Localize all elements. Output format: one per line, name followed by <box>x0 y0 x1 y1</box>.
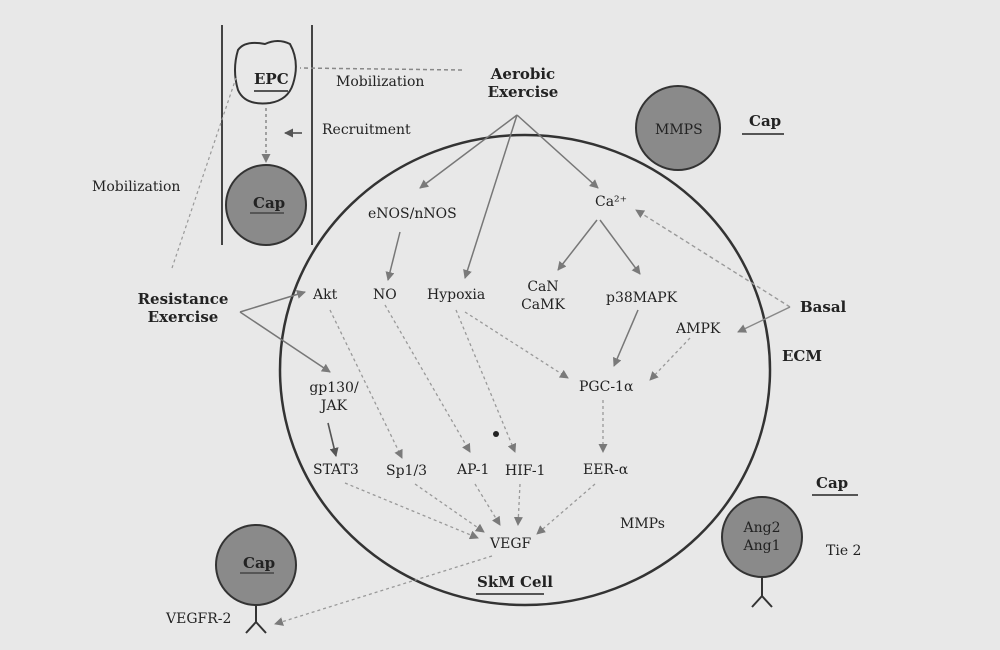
arrow-ampk-pgc <box>649 337 691 381</box>
arrow-sp13-vegf <box>414 483 485 533</box>
vegfr2-label: VEGFR-2 <box>166 611 232 627</box>
arrow-aerobic-enos <box>419 114 518 189</box>
arrow-p38-pgc <box>613 309 639 367</box>
pgc-label: PGC-1α <box>579 379 634 395</box>
ang-label: Ang2 Ang1 <box>743 520 781 554</box>
receptor-y-right <box>751 577 773 608</box>
arrow-resistance-gp130 <box>239 311 331 373</box>
vegf-label: VEGF <box>490 536 532 552</box>
p38mapk-label: p38MAPK <box>606 290 678 306</box>
basal-label: Basal <box>800 298 847 316</box>
dot-mark <box>493 431 499 437</box>
can-camk-label: CaN CaMK <box>521 279 565 313</box>
mmps-circle <box>635 85 721 171</box>
arrow-hif1-vegf <box>513 483 523 526</box>
arrow-basal-ampk <box>737 306 791 333</box>
arrow-gp130-stat3 <box>327 422 339 457</box>
cap-circle-top-left <box>225 164 307 246</box>
mobilization-left-label: Mobilization <box>92 179 181 195</box>
epc-cell <box>234 40 297 105</box>
akt-label: Akt <box>313 287 338 303</box>
arrow-basal-ca2 <box>635 209 791 308</box>
skm-cell-circle <box>278 133 772 607</box>
mobilization-top-label: Mobilization <box>336 74 425 90</box>
cap-label-bottom-left: Cap <box>243 554 276 572</box>
recruitment-label: Recruitment <box>322 122 411 138</box>
hif1-label: HIF-1 <box>505 463 546 479</box>
arrow-no-ap1 <box>384 304 471 453</box>
hypoxia-label: Hypoxia <box>427 287 486 303</box>
enos-label: eNOS/nNOS <box>368 206 457 222</box>
mmps-inner-label: MMPs <box>620 516 665 532</box>
ca2-label: Ca²⁺ <box>595 194 628 210</box>
arrow-mobilization-top <box>299 67 463 71</box>
arrow-eer-vegf <box>536 483 596 535</box>
arrow-enos-no <box>385 231 401 281</box>
tie2-label: Tie 2 <box>826 543 862 559</box>
stat3-label: STAT3 <box>313 462 359 478</box>
arrow-vegf-vegfr2 <box>274 555 493 626</box>
mmps-label: MMPS <box>655 122 703 138</box>
arrow-resistance-akt <box>239 290 306 313</box>
gp130-jak-label: gp130/ JAK <box>309 380 359 414</box>
arrow-hypoxia-pgc <box>464 311 569 379</box>
aerobic-exercise-label: Aerobic Exercise <box>487 65 559 101</box>
no-label: NO <box>373 287 397 303</box>
arrow-ca2-can <box>557 219 598 271</box>
cap-label-right: Cap <box>816 474 849 492</box>
receptor-y-left <box>245 605 267 634</box>
arrow-ap1-vegf <box>474 483 501 526</box>
cap-label-top-left: Cap <box>253 194 286 212</box>
ampk-label: AMPK <box>676 321 721 337</box>
resistance-exercise-label: Resistance Exercise <box>137 290 229 326</box>
arrow-ca2-p38 <box>599 219 641 275</box>
epc-label: EPC <box>254 70 289 88</box>
ap1-label: AP-1 <box>457 462 490 478</box>
arrow-hypoxia-hif1 <box>455 309 517 453</box>
arrow-aerobic-hypoxia <box>463 114 518 279</box>
line-mobilization-left <box>171 77 237 269</box>
arrow-aerobic-ca2 <box>516 114 599 189</box>
skm-cell-label: SkM Cell <box>477 573 553 591</box>
ecm-label: ECM <box>782 347 822 365</box>
eer-label: EER-α <box>583 462 629 478</box>
cap-label-top-right: Cap <box>749 112 782 130</box>
sp13-label: Sp1/3 <box>386 463 428 479</box>
arrow-stat3-vegf <box>344 482 479 540</box>
